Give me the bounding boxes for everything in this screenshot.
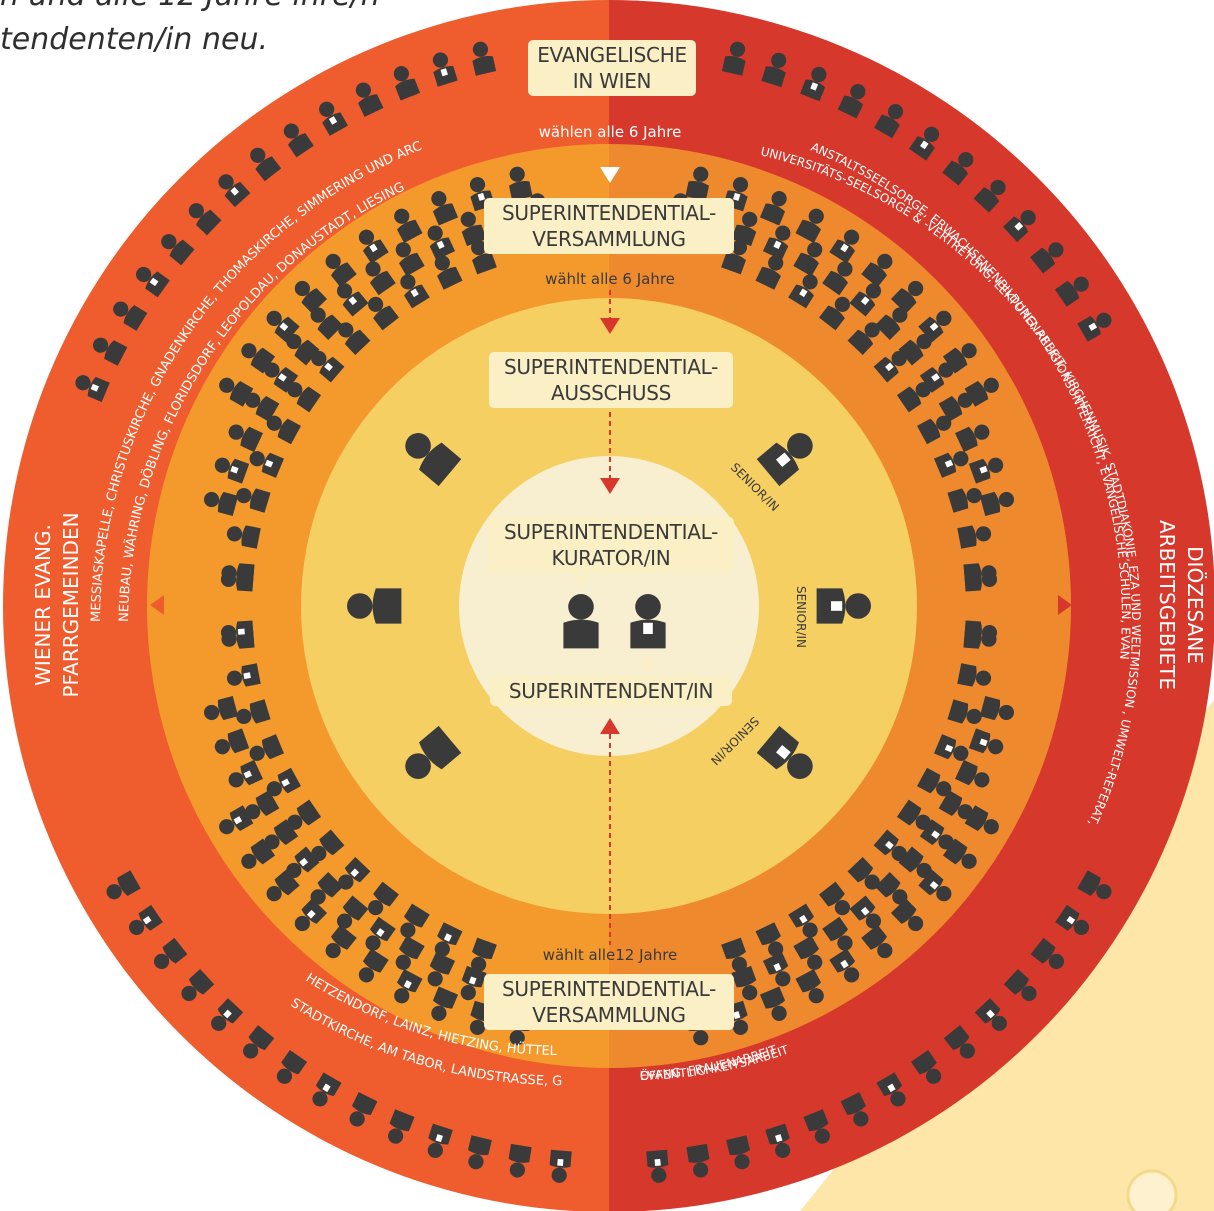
intro-line-1: n und alle 12 Jahre ihre/n — [0, 0, 380, 13]
arrow-down-1-icon — [600, 167, 620, 183]
versammlung-top-line-1: SUPERINTENDENTIAL- — [501, 201, 716, 225]
versammlung-bottom-line-1: SUPERINTENDENTIAL- — [501, 977, 716, 1001]
versammlung-top-box: SUPERINTENDENTIAL- VERSAMMLUNG — [484, 198, 734, 254]
kurator-box: SUPERINTENDENTIAL- KURATOR/IN — [488, 517, 734, 573]
versammlung-bottom-box: SUPERINTENDENTIAL- VERSAMMLUNG — [484, 974, 734, 1030]
elect-6-singular-label: wählt alle 6 Jahre — [545, 270, 675, 288]
right-pointer-icon — [1058, 595, 1072, 615]
versammlung-top-line-2: VERSAMMLUNG — [532, 227, 686, 251]
versammlung-bottom-line-2: VERSAMMLUNG — [532, 1003, 686, 1027]
background-dot — [1126, 1169, 1178, 1211]
elect-6-plural-label: wählen alle 6 Jahre — [538, 123, 682, 141]
left-pointer-icon — [150, 595, 164, 615]
arrow-down-3-icon — [600, 478, 620, 494]
right-title-line-2: ARBEITSGEBIETE — [1155, 520, 1179, 690]
right-title-line-1: DIÖZESANE — [1183, 546, 1207, 664]
ausschuss-box: SUPERINTENDENTIAL- AUSSCHUSS — [489, 352, 733, 408]
left-title-line-2: PFARRGEMEINDEN — [59, 512, 83, 697]
evangelische-line-1: EVANGELISCHE — [537, 43, 687, 67]
intro-text: n und alle 12 Jahre ihre/n tendenten/in … — [0, 0, 400, 62]
evangelische-box: EVANGELISCHE IN WIEN — [528, 40, 696, 96]
kurator-line-2: KURATOR/IN — [551, 546, 671, 570]
ausschuss-line-1: SUPERINTENDENTIAL- — [503, 355, 718, 379]
kurator-pointer-icon — [573, 574, 589, 588]
intro-line-2: tendenten/in neu. — [0, 22, 268, 57]
superintendent-box: SUPERINTENDENT/IN — [490, 676, 732, 706]
center-circle — [459, 456, 759, 756]
evangelische-line-2: IN WIEN — [572, 69, 652, 93]
elect-12-label: wählt alle12 Jahre — [542, 946, 678, 964]
superintendent-pointer-icon — [640, 656, 656, 670]
kurator-line-1: SUPERINTENDENTIAL- — [503, 520, 718, 544]
ausschuss-line-2: AUSSCHUSS — [550, 381, 672, 405]
arrow-down-2-icon — [600, 318, 620, 334]
senior-label-2: SENIOR/IN — [794, 586, 808, 648]
arrow-up-icon — [600, 718, 620, 734]
left-title-line-1: WIENER EVANG. — [31, 524, 55, 686]
